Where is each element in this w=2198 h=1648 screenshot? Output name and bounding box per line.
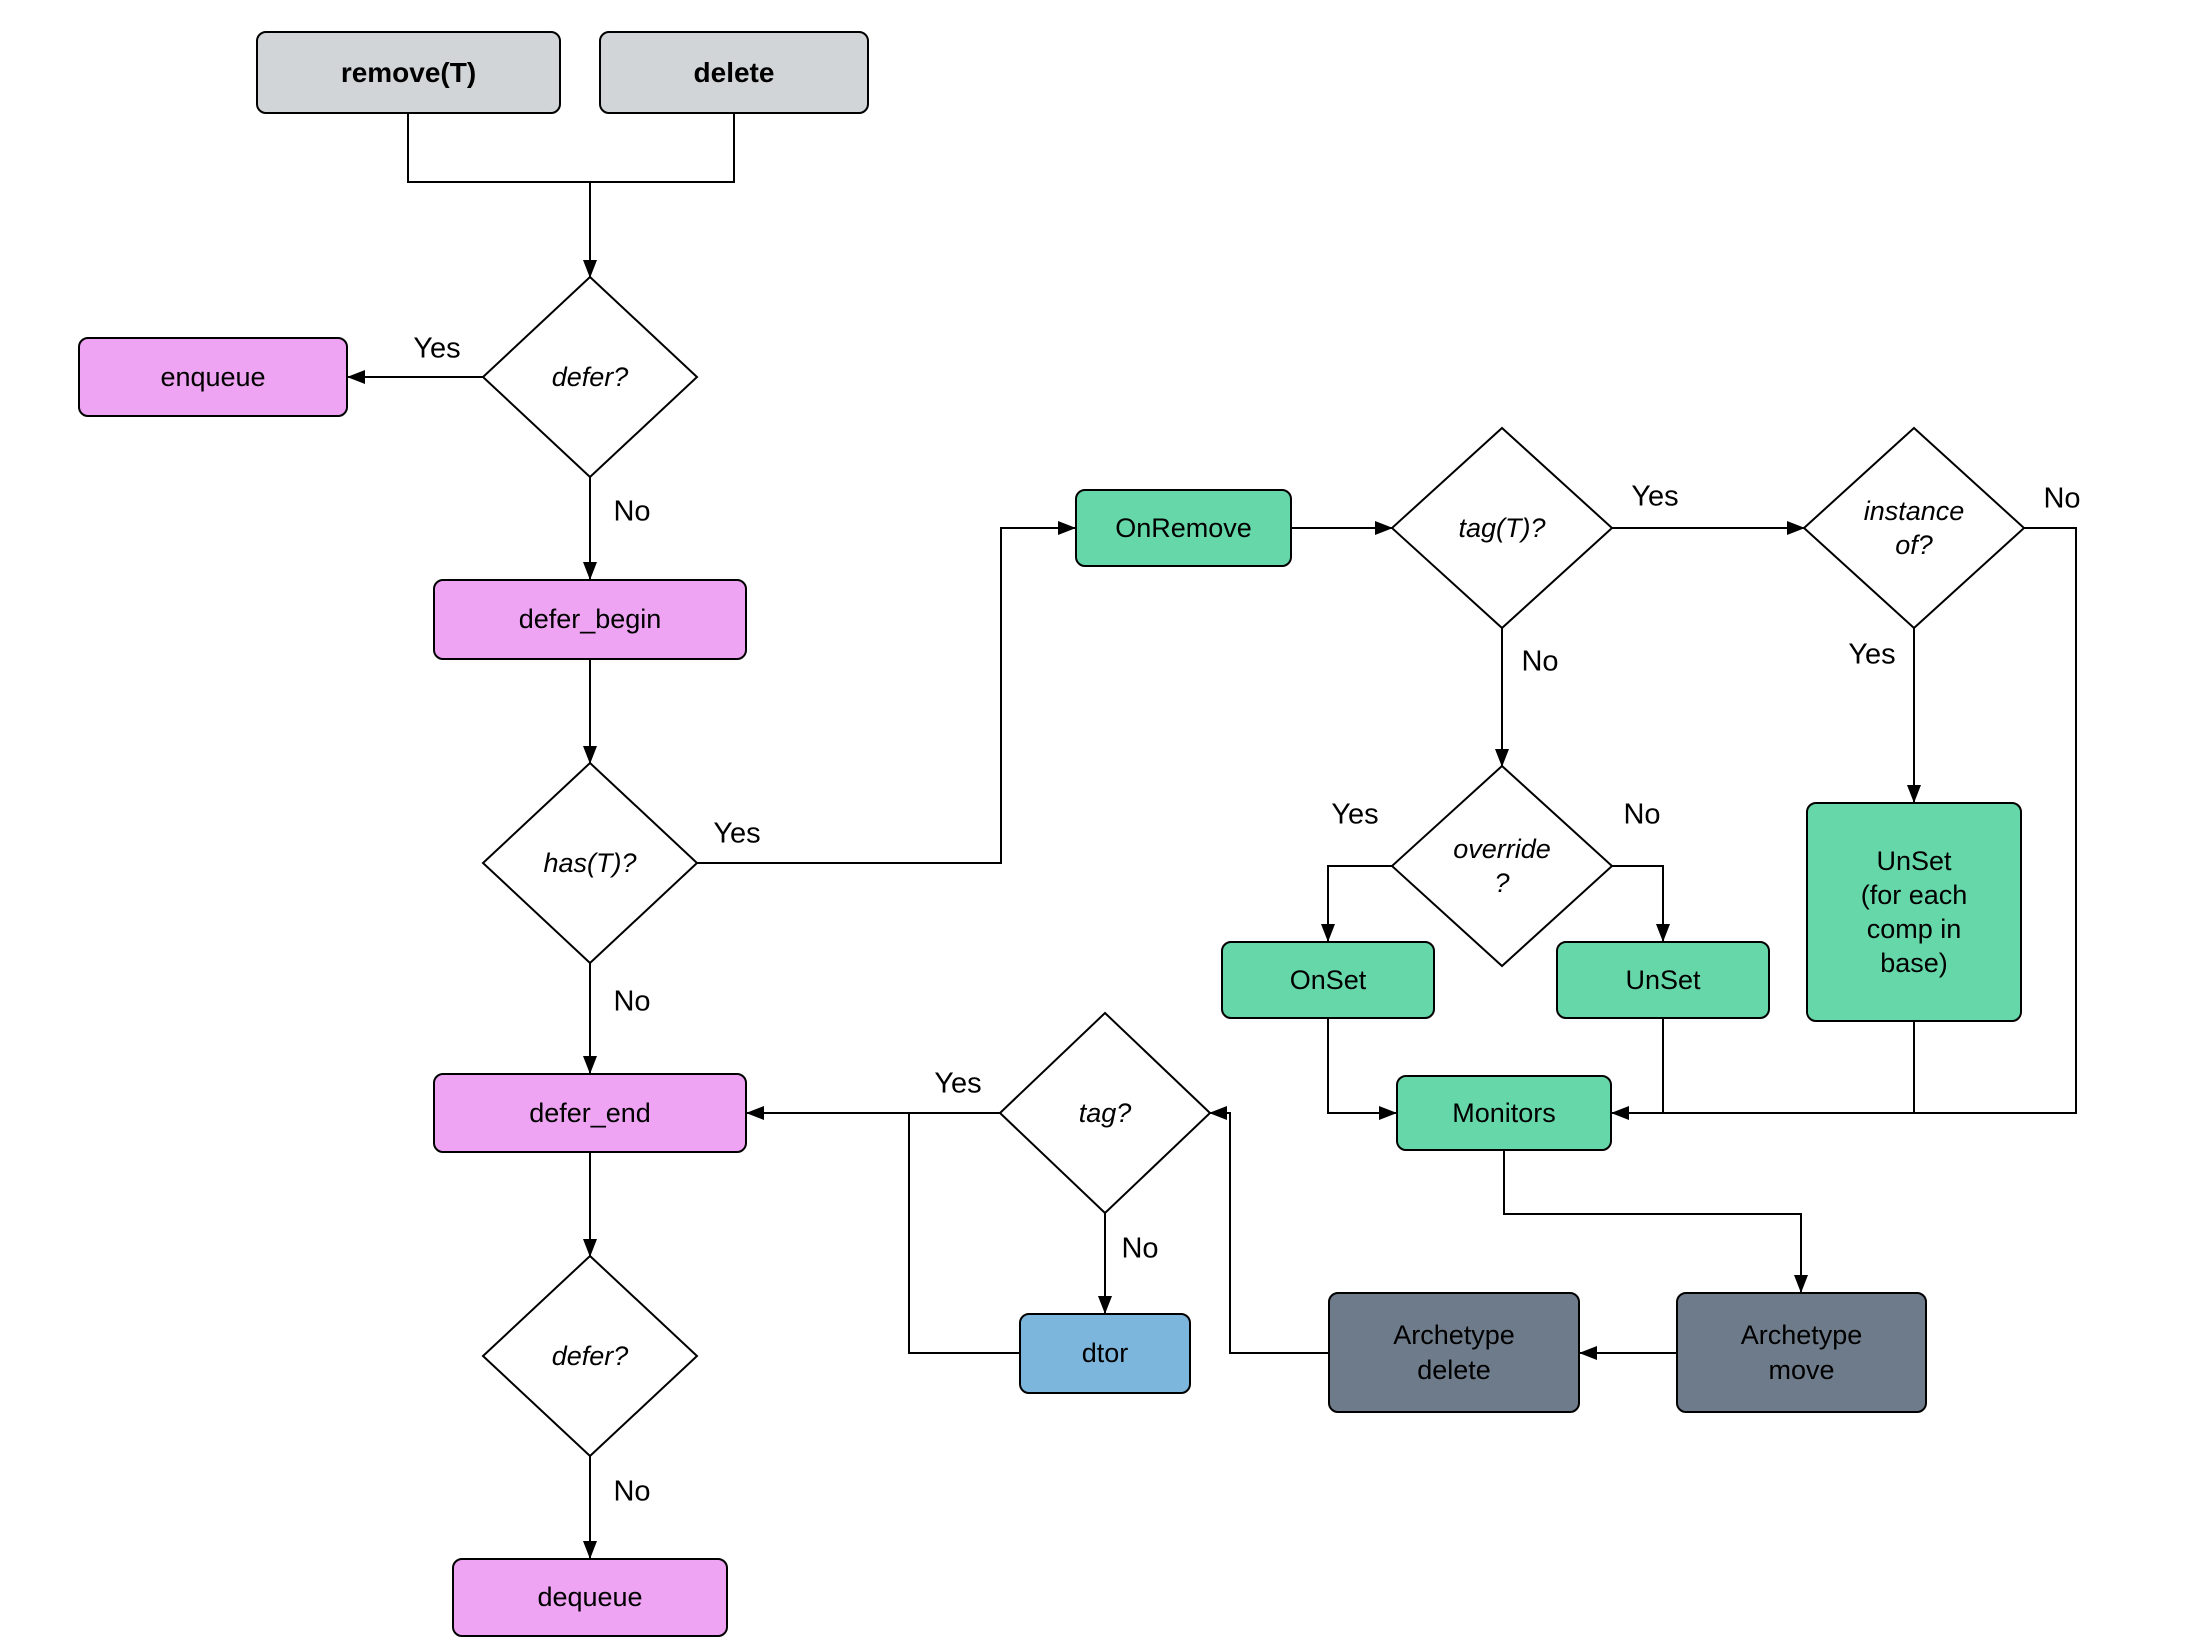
edge-instanceof-no-monitors (1611, 527, 2077, 1120)
edge-label-tagt-no: No (1521, 645, 1559, 678)
diamond-shape (1392, 428, 1612, 628)
node-delete: delete (599, 31, 869, 114)
decision-tag-label: tag? (1078, 1097, 1132, 1128)
diamond-shape (483, 763, 697, 963)
decision-override-label: override ? (1453, 833, 1551, 898)
node-defer-begin: defer_begin (433, 579, 747, 660)
node-archetype-delete: Archetype delete (1328, 1292, 1580, 1413)
edge-onset-monitors (1327, 1019, 1397, 1120)
edge-sources-merge (407, 114, 735, 183)
decision-instance-of-label: instance of? (1863, 495, 1965, 560)
edge-override-yes-onset (1321, 865, 1392, 942)
decision-defer-2-label: defer? (551, 1340, 629, 1371)
decision-has-t-label: has(T)? (543, 847, 637, 878)
edge-label-hast-yes: Yes (713, 817, 761, 850)
edge-label-tagt-yes: Yes (1631, 480, 1679, 513)
edge-label-defer2-no: No (613, 1475, 651, 1508)
decision-defer-1-label: defer? (551, 361, 629, 392)
diamond-shape (1804, 428, 2024, 628)
node-archetype-move: Archetype move (1676, 1292, 1927, 1413)
node-dequeue: dequeue (452, 1558, 728, 1637)
node-on-set: OnSet (1221, 941, 1435, 1019)
node-remove-t: remove(T) (256, 31, 561, 114)
node-unset: UnSet (1556, 941, 1770, 1019)
edge-label-hast-no: No (613, 985, 651, 1018)
edge-label-override-no: No (1623, 798, 1661, 831)
edge-label-defer1-yes: Yes (413, 332, 461, 365)
edge-override-no-unset (1612, 865, 1670, 942)
edge-label-defer1-no: No (613, 495, 651, 528)
edge-dtor-join (908, 1113, 1019, 1354)
edge-label-override-yes: Yes (1331, 798, 1379, 831)
decision-override: override ? (1392, 766, 1612, 966)
node-enqueue: enqueue (78, 337, 348, 417)
decision-defer-1: defer? (483, 277, 697, 477)
decision-has-t: has(T)? (483, 763, 697, 963)
diamond-shape (483, 277, 697, 477)
decision-tag-t-label: tag(T)? (1458, 512, 1546, 543)
diamond-shape (483, 1256, 697, 1456)
diamond-shape (1392, 766, 1612, 966)
edge-label-tag-no: No (1121, 1232, 1159, 1265)
node-monitors: Monitors (1396, 1075, 1612, 1151)
edge-hast-yes-onremove (697, 521, 1076, 864)
edge-monitors-archmove (1503, 1151, 1808, 1293)
decision-tag-t: tag(T)? (1392, 428, 1612, 628)
edge-archdelete-tag (1209, 1106, 1328, 1354)
edge-label-instanceof-yes: Yes (1848, 638, 1896, 671)
edge-label-instanceof-no: No (2043, 482, 2081, 515)
node-on-remove: OnRemove (1075, 489, 1292, 567)
node-dtor: dtor (1019, 1313, 1191, 1394)
decision-instance-of: instance of? (1804, 428, 2024, 628)
decision-defer-2: defer? (483, 1256, 697, 1456)
diamond-shape (1000, 1013, 1210, 1213)
node-unset-for-each-comp-in-base: UnSet (for each comp in base) (1806, 802, 2022, 1022)
decision-tag: tag? (1000, 1013, 1210, 1213)
node-defer-end: defer_end (433, 1073, 747, 1153)
edge-label-tag-yes: Yes (934, 1067, 982, 1100)
